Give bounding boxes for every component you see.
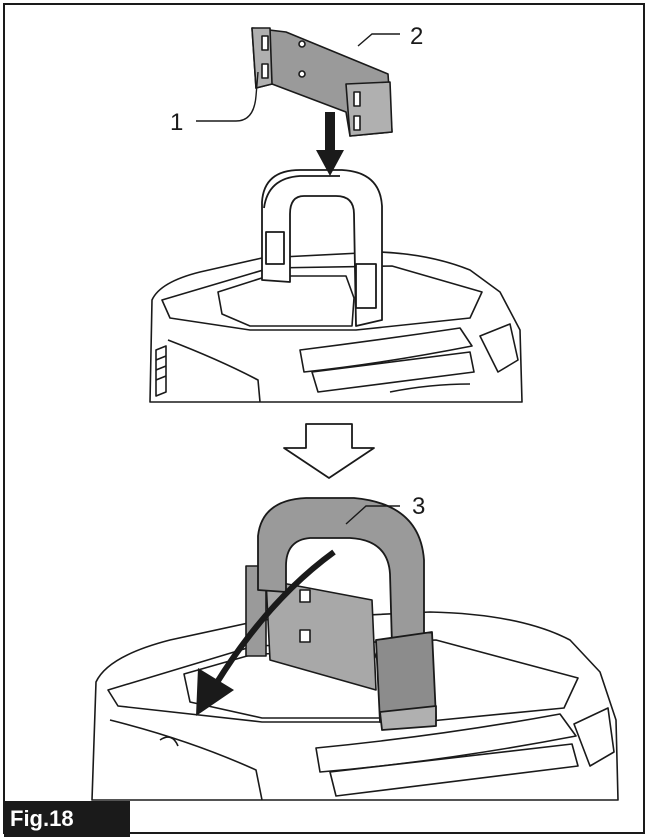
figure-label: Fig.18 [4,801,130,837]
mounted-bracket [245,565,377,691]
leader-lines-top [196,33,400,122]
curved-arrow-icon [196,549,336,716]
down-arrow-icon [316,112,344,176]
leader-lines-bottom [345,505,400,525]
hook-part-3 [257,497,437,731]
top-scene [149,27,523,403]
callout-1: 1 [170,109,183,136]
callout-3: 3 [412,493,425,520]
wall-mount-bracket [251,27,393,137]
callout-2: 2 [410,23,423,50]
carry-handle-upper [261,169,383,327]
hollow-down-arrow-icon [283,423,375,479]
tool-body-upper [149,251,523,403]
bottom-scene [91,497,619,801]
